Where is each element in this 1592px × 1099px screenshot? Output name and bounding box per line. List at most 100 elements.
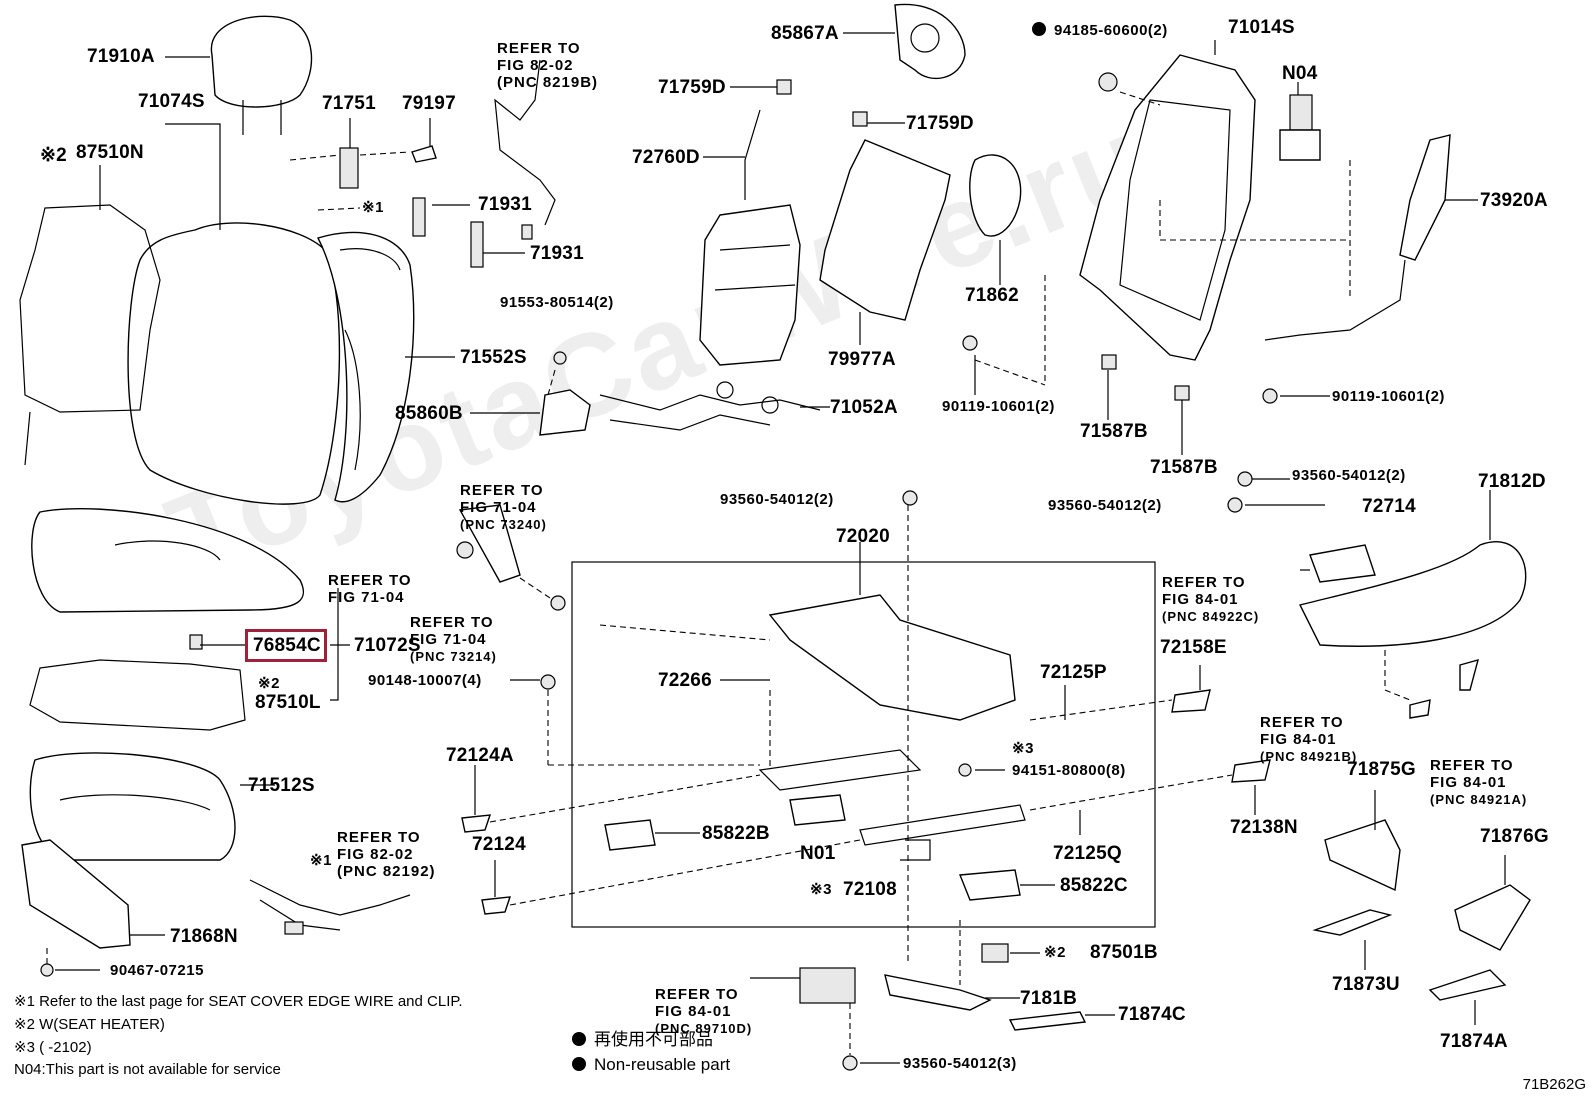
nut-94151 bbox=[958, 763, 972, 777]
part-label-72124[interactable]: 72124 bbox=[472, 834, 526, 855]
motor-85822b bbox=[604, 819, 656, 851]
part-label-71751[interactable]: 71751 bbox=[322, 93, 376, 114]
seatback-heater-illustration bbox=[19, 204, 161, 466]
part-label-93560-b[interactable]: 93560-54012(2) bbox=[1292, 467, 1406, 484]
part-label-71512s[interactable]: 71512S bbox=[248, 775, 315, 796]
part-label-71931-a[interactable]: 71931 bbox=[478, 194, 532, 215]
part-label-79197[interactable]: 79197 bbox=[402, 93, 456, 114]
lumbar-assembly-illustration bbox=[699, 109, 801, 366]
heater-mark-87501b: ※2 bbox=[1044, 944, 1066, 961]
bracket-72714 bbox=[1309, 544, 1376, 583]
part-label-72124a[interactable]: 72124A bbox=[446, 745, 514, 766]
part-label-71862[interactable]: 71862 bbox=[965, 285, 1019, 306]
note-2: ※2 W(SEAT HEATER) bbox=[14, 1016, 165, 1033]
highlight-box bbox=[245, 629, 327, 662]
bolt-93560d bbox=[842, 1055, 858, 1071]
part-label-71052a[interactable]: 71052A bbox=[830, 397, 898, 418]
part-label-79977a[interactable]: 79977A bbox=[828, 349, 896, 370]
part-label-87510l[interactable]: 87510L bbox=[255, 692, 321, 713]
part-label-n04[interactable]: N04 bbox=[1282, 63, 1318, 84]
part-label-87510n[interactable]: 87510N bbox=[76, 142, 144, 163]
part-label-72125p[interactable]: 72125P bbox=[1040, 662, 1107, 683]
part-label-71587b-b[interactable]: 71587B bbox=[1150, 457, 1218, 478]
cover-71875g bbox=[1324, 819, 1401, 892]
part-label-71931-b[interactable]: 71931 bbox=[530, 243, 584, 264]
part-label-n01[interactable]: N01 bbox=[800, 843, 836, 864]
part-label-71874a[interactable]: 71874A bbox=[1440, 1031, 1508, 1052]
part-label-71812d[interactable]: 71812D bbox=[1478, 471, 1546, 492]
part-label-94185[interactable]: 94185-60600(2) bbox=[1032, 22, 1168, 38]
switch-73920a-illustration bbox=[1264, 134, 1451, 341]
part-label-90467[interactable]: 90467-07215 bbox=[110, 962, 204, 979]
part-label-90148[interactable]: 90148-10007(4) bbox=[368, 672, 482, 689]
part-label-72108[interactable]: 72108 bbox=[843, 879, 897, 900]
motor-85860b-illustration bbox=[539, 389, 591, 436]
side-cover-illustration bbox=[969, 154, 1022, 237]
part-label-76854c[interactable]: 76854C bbox=[253, 635, 321, 656]
part-label-85860b[interactable]: 85860B bbox=[395, 403, 463, 424]
part-label-91553[interactable]: 91553-80514(2) bbox=[500, 294, 614, 311]
harness-82192-illustration bbox=[249, 879, 411, 935]
part-label-72158e[interactable]: 72158E bbox=[1160, 637, 1227, 658]
clip-mark-1a: ※1 bbox=[362, 199, 384, 216]
part-label-94151[interactable]: 94151-80800(8) bbox=[1012, 762, 1126, 779]
part-label-71876g[interactable]: 71876G bbox=[1480, 826, 1549, 847]
bolt-90119a bbox=[962, 335, 978, 351]
part-label-71587b-a[interactable]: 71587B bbox=[1080, 421, 1148, 442]
legend-dot-icon bbox=[572, 1032, 586, 1046]
nut-71759db bbox=[852, 111, 868, 127]
cover-72138n bbox=[1231, 759, 1271, 783]
part-label-71910a[interactable]: 71910A bbox=[87, 46, 155, 67]
cushion-cover-illustration bbox=[29, 752, 236, 861]
seatback-pad-illustration bbox=[316, 231, 415, 503]
part-label-72020[interactable]: 72020 bbox=[836, 526, 890, 547]
bolt-93560c bbox=[1227, 497, 1243, 513]
seatback-frame-illustration bbox=[1079, 54, 1256, 361]
part-label-72714[interactable]: 72714 bbox=[1362, 496, 1416, 517]
part-label-71875g[interactable]: 71875G bbox=[1347, 759, 1416, 780]
bracket-7181b bbox=[884, 974, 992, 1011]
part-label-85867a[interactable]: 85867A bbox=[771, 23, 839, 44]
screw-91553 bbox=[553, 351, 567, 365]
part-label-7181b[interactable]: 7181B bbox=[1020, 988, 1077, 1009]
clip-71931b bbox=[470, 221, 484, 268]
part-label-71014s[interactable]: 71014S bbox=[1228, 17, 1295, 38]
part-label-72760d[interactable]: 72760D bbox=[632, 147, 700, 168]
part-label-72125q[interactable]: 72125Q bbox=[1053, 843, 1122, 864]
headrest-illustration bbox=[210, 15, 313, 135]
part-label-71874c[interactable]: 71874C bbox=[1118, 1004, 1186, 1025]
part-label-85822b[interactable]: 85822B bbox=[702, 823, 770, 844]
part-label-71759d-b[interactable]: 71759D bbox=[906, 113, 974, 134]
part-label-93560-d[interactable]: 93560-54012(3) bbox=[903, 1055, 1017, 1072]
part-label-90119-b[interactable]: 90119-10601(2) bbox=[1332, 388, 1445, 405]
part-label-71074s[interactable]: 71074S bbox=[138, 91, 205, 112]
part-label-90119-a[interactable]: 90119-10601(2) bbox=[942, 398, 1055, 415]
motor-n01 bbox=[789, 794, 846, 826]
part-label-93560-c[interactable]: 93560-54012(2) bbox=[1048, 497, 1162, 514]
adjuster-mark-3b: ※3 bbox=[810, 881, 832, 898]
part-label-72266[interactable]: 72266 bbox=[658, 670, 712, 691]
part-label-73920a[interactable]: 73920A bbox=[1480, 190, 1548, 211]
part-label-71759d-a[interactable]: 71759D bbox=[658, 77, 726, 98]
washer-73214 bbox=[550, 595, 566, 611]
part-label-71552s[interactable]: 71552S bbox=[460, 347, 527, 368]
part-label-87501b[interactable]: 87501B bbox=[1090, 942, 1158, 963]
back-pad-illustration bbox=[819, 139, 951, 321]
part-label-85822c[interactable]: 85822C bbox=[1060, 875, 1128, 896]
part-label-71873u[interactable]: 71873U bbox=[1332, 974, 1400, 995]
part-label-93560-a[interactable]: 93560-54012(2) bbox=[720, 491, 834, 508]
part-label-71072s[interactable]: 71072S bbox=[354, 635, 421, 656]
part-label-71868n[interactable]: 71868N bbox=[170, 926, 238, 947]
motor-cover-illustration bbox=[894, 3, 966, 80]
part-label-72138n[interactable]: 72138N bbox=[1230, 817, 1298, 838]
